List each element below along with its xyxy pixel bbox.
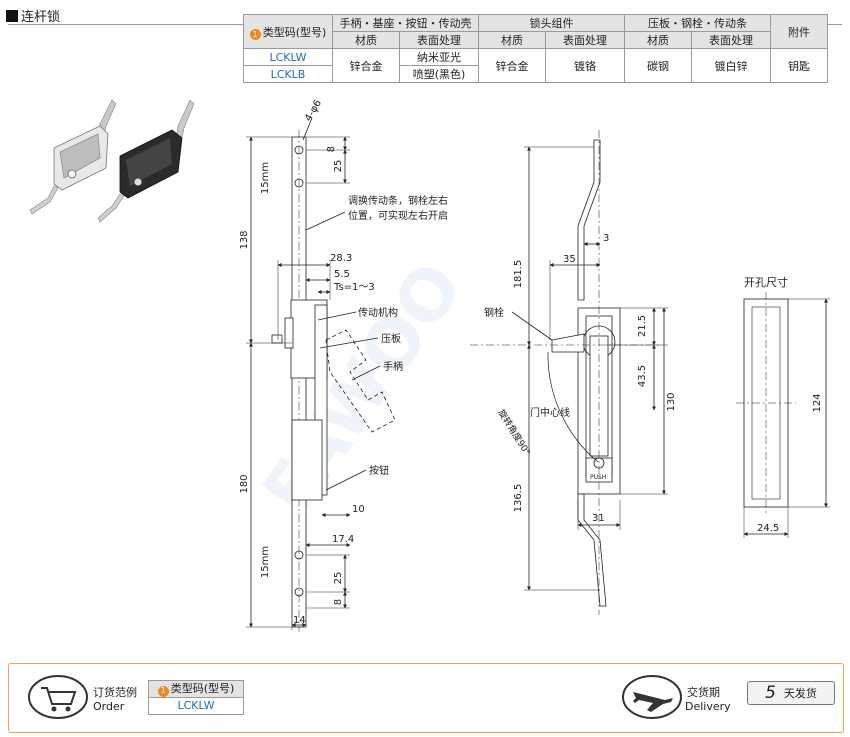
finish-cell: 镀白锌	[691, 48, 771, 83]
silver-lock-image	[29, 99, 117, 215]
dim-label: 10	[352, 504, 365, 515]
delivery-unit: 天发货	[783, 687, 817, 700]
note-swap: 位置，可实现左右开启	[348, 209, 448, 222]
dim-label: 15mm	[260, 162, 271, 194]
dim-label: 24.5	[757, 523, 779, 534]
dim-label: 180	[239, 474, 250, 493]
page-title: 连杆锁	[6, 6, 60, 25]
accessory-cell: 钥匙	[770, 48, 828, 83]
note-swap: 调换传动条，钢栓左右	[348, 194, 448, 207]
subheader-cell: 表面处理	[691, 31, 771, 49]
group-header-plate: 压板・钢栓・传动条	[624, 14, 771, 32]
delivery-days-badge: 5 天发货	[747, 681, 835, 705]
dim-label: Ts=1～3	[333, 282, 375, 293]
dim-label: 17.4	[332, 534, 354, 545]
model-cell: LCKLB	[243, 65, 333, 83]
push-label: PUSH	[590, 474, 606, 481]
dim-label: 3	[603, 233, 609, 244]
dim-label: 21.5	[637, 315, 648, 337]
technical-drawing: FAWOO	[239, 98, 830, 632]
dim-label: 25	[333, 572, 344, 585]
circle-one-icon: 1	[157, 685, 169, 697]
dim-label: 5.5	[334, 269, 350, 280]
delivery-label-en: Delivery	[685, 700, 731, 713]
dim-label: 8	[333, 599, 344, 605]
subheader-cell: 表面处理	[399, 31, 479, 49]
dim-label: 43.5	[637, 365, 648, 387]
subheader-cell: 材质	[478, 31, 546, 49]
delivery-label-cn: 交货期	[687, 686, 720, 699]
note-mechanism: 传动机构	[358, 306, 398, 319]
cutout-title: 开孔尺寸	[744, 275, 788, 289]
material-cell: 锌合金	[478, 48, 546, 83]
delivery-days: 5	[765, 683, 776, 703]
circle-one-icon: 1	[249, 28, 261, 40]
note-bolt: 钢栓	[484, 306, 504, 319]
group-header-lock: 锁头组件	[478, 14, 625, 32]
dim-label: 35	[563, 254, 576, 265]
material-cell: 碳钢	[624, 48, 692, 83]
dim-label: 25	[333, 160, 344, 173]
dim-label: 130	[666, 392, 677, 411]
subheader-cell: 表面处理	[545, 31, 625, 49]
finish-cell: 喷塑(黑色)	[399, 65, 479, 83]
note-door-center: 门中心线	[530, 406, 570, 419]
black-lock-image	[97, 99, 195, 223]
dim-label: 15mm	[260, 546, 271, 578]
order-label-en: Order	[93, 700, 125, 713]
dim-label: 138	[239, 230, 250, 249]
right-view	[736, 292, 830, 538]
title-square-icon	[6, 9, 18, 22]
order-label-cn: 订货范例	[93, 686, 137, 699]
group-header-accessory: 附件	[770, 14, 828, 49]
dim-label: 136.5	[513, 484, 524, 513]
order-model-value: LCKLW	[177, 699, 215, 712]
model-cell: LCKLW	[243, 48, 333, 66]
note-plate: 压板	[381, 332, 401, 345]
material-cell: 锌合金	[332, 48, 400, 83]
dim-label: 124	[812, 393, 823, 412]
left-view	[246, 117, 396, 632]
product-photo	[29, 99, 195, 223]
dim-label: 14	[293, 615, 306, 626]
note-rotation: 旋转角度90°	[495, 407, 533, 457]
dim-label: 8	[326, 146, 337, 152]
airplane-icon	[622, 675, 682, 719]
dim-label: 181.5	[513, 260, 524, 289]
group-header-handle: 手柄・基座・按钮・传动壳	[332, 14, 479, 32]
note-button: 按钮	[369, 464, 389, 477]
dim-label: 31	[592, 513, 605, 524]
hole-label: 4-φ6	[303, 98, 324, 123]
subheader-cell: 材质	[624, 31, 692, 49]
subheader-cell: 材质	[332, 31, 400, 49]
dim-label: 28.3	[330, 253, 352, 264]
cart-icon	[28, 675, 88, 719]
note-handle: 手柄	[383, 360, 403, 373]
center-view	[470, 130, 668, 615]
finish-cell: 镀铬	[545, 48, 625, 83]
